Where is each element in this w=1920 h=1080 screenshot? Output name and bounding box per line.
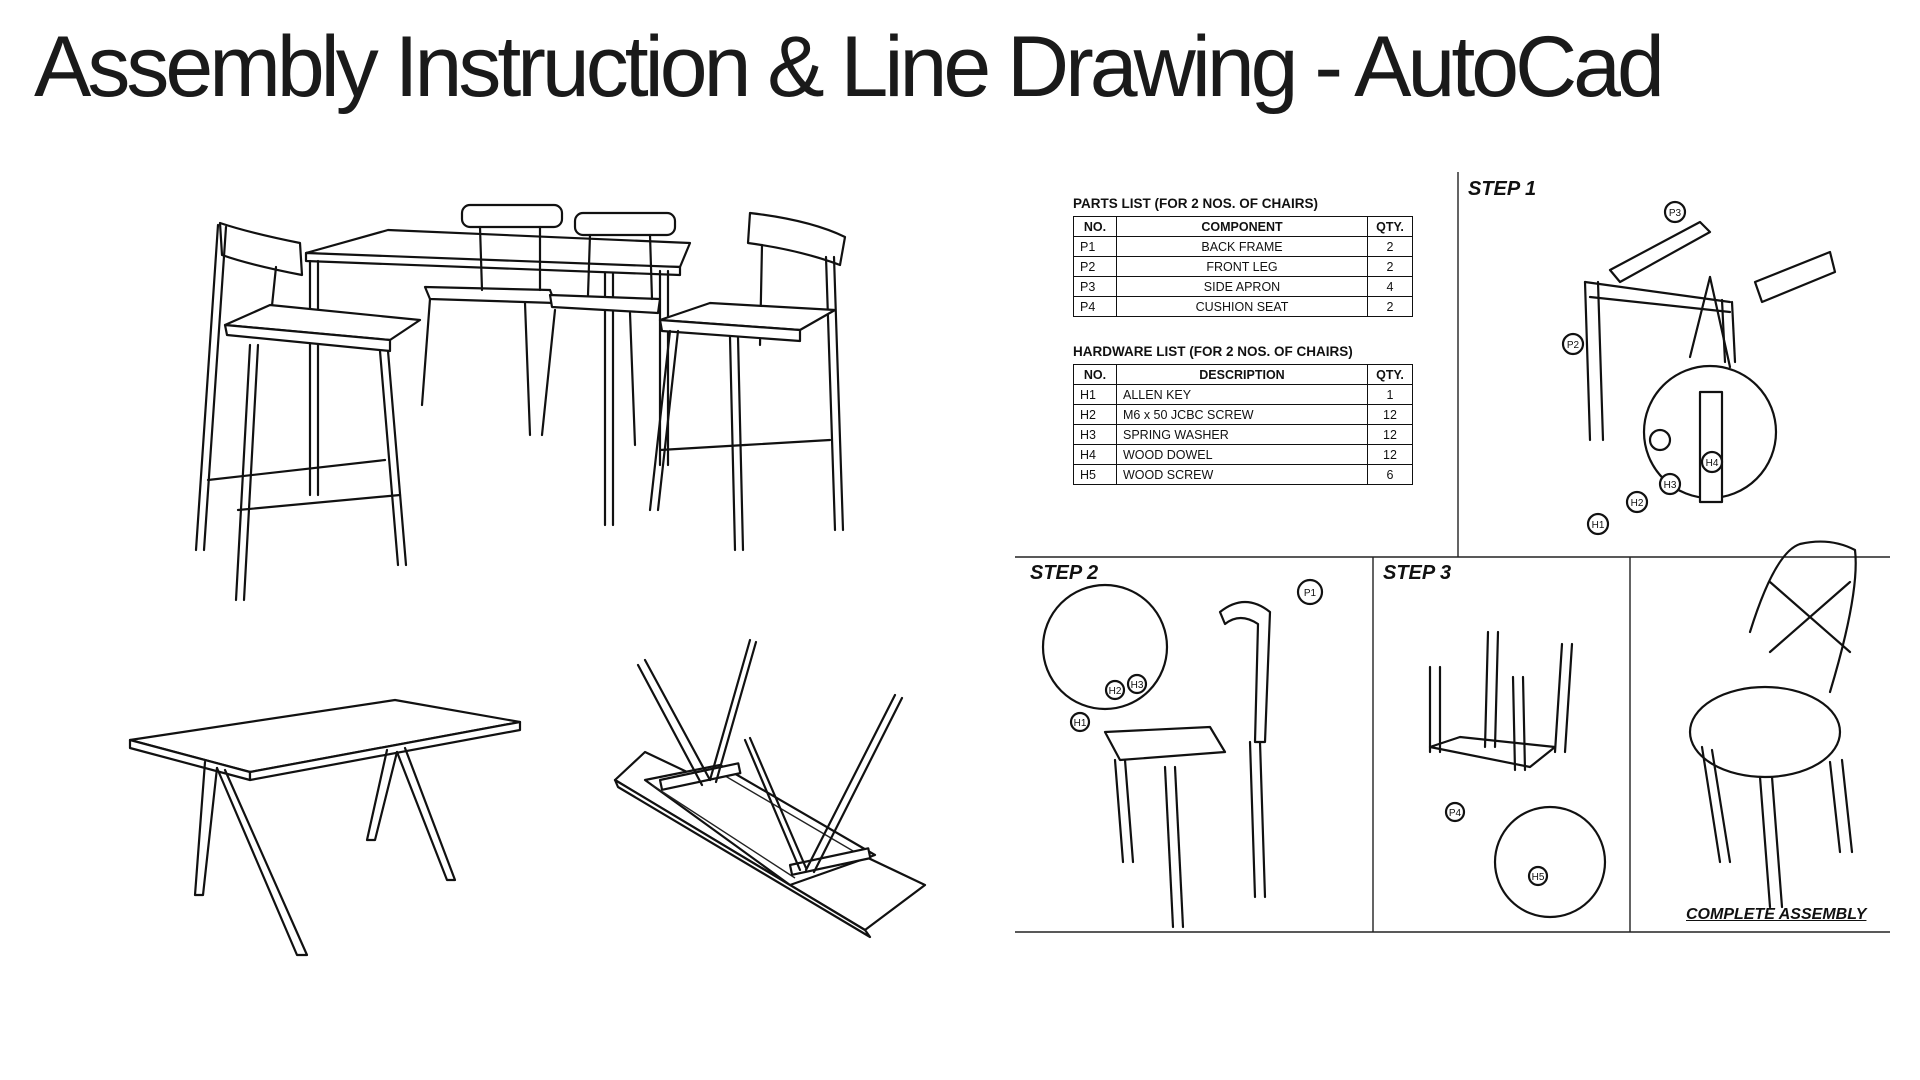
callout-h5: H5 [1532,872,1545,883]
hardware-list-table: NO. DESCRIPTION QTY. H1 ALLEN KEY 1 H2 M… [1073,364,1413,485]
callout-p2: P2 [1567,340,1580,351]
table-row: H3 SPRING WASHER 12 [1073,424,1413,445]
callout-p4: P4 [1449,808,1462,819]
table-underside-drawing [610,630,940,950]
callout-p1: P1 [1304,588,1317,599]
table-row: P1 BACK FRAME 2 [1073,236,1413,257]
step2-label: STEP 2 [1030,562,1099,584]
trestle-table-drawing [125,690,525,970]
callout-h2: H2 [1631,498,1644,509]
callout-h1-step2: H1 [1074,718,1087,729]
page-title: Assembly Instruction & Line Drawing - Au… [34,19,1665,115]
step1-drawing [1583,220,1837,504]
step3-label: STEP 3 [1383,562,1452,584]
complete-assembly-drawing [1688,540,1857,909]
dining-set-drawing [190,195,870,615]
table-header: NO. [1073,364,1117,385]
hardware-list-title: HARDWARE LIST (FOR 2 NOS. OF CHAIRS) [1073,344,1353,359]
parts-list-table: NO. COMPONENT QTY. P1 BACK FRAME 2 P2 FR… [1073,216,1413,317]
callout-p3: P3 [1669,208,1682,219]
table-row: H5 WOOD SCREW 6 [1073,464,1413,485]
callout-h4: H4 [1706,458,1719,469]
table-row: H4 WOOD DOWEL 12 [1073,444,1413,465]
table-header: COMPONENT [1116,216,1368,237]
instruction-sheet: P3 P2 H1 H2 H3 H4 P1 [1010,172,1890,934]
step1-label: STEP 1 [1468,178,1537,200]
table-header: QTY. [1367,216,1413,237]
callout-h3: H3 [1664,480,1677,491]
step2-drawing [1041,583,1272,929]
table-row: H1 ALLEN KEY 1 [1073,384,1413,405]
callout-h3-step2: H3 [1131,680,1144,691]
parts-list-title: PARTS LIST (FOR 2 NOS. OF CHAIRS) [1073,196,1319,211]
table-header: NO. [1073,216,1117,237]
complete-assembly-label: COMPLETE ASSEMBLY [1686,906,1867,923]
table-header: QTY. [1367,364,1413,385]
table-row: H2 M6 x 50 JCBC SCREW 12 [1073,404,1413,425]
table-row: P2 FRONT LEG 2 [1073,256,1413,277]
table-header: DESCRIPTION [1116,364,1368,385]
table-row: P3 SIDE APRON 4 [1073,276,1413,297]
step3-drawing [1428,630,1607,919]
callout-h1: H1 [1592,520,1605,531]
table-row: P4 CUSHION SEAT 2 [1073,296,1413,317]
callout-h2-step2: H2 [1109,686,1122,697]
